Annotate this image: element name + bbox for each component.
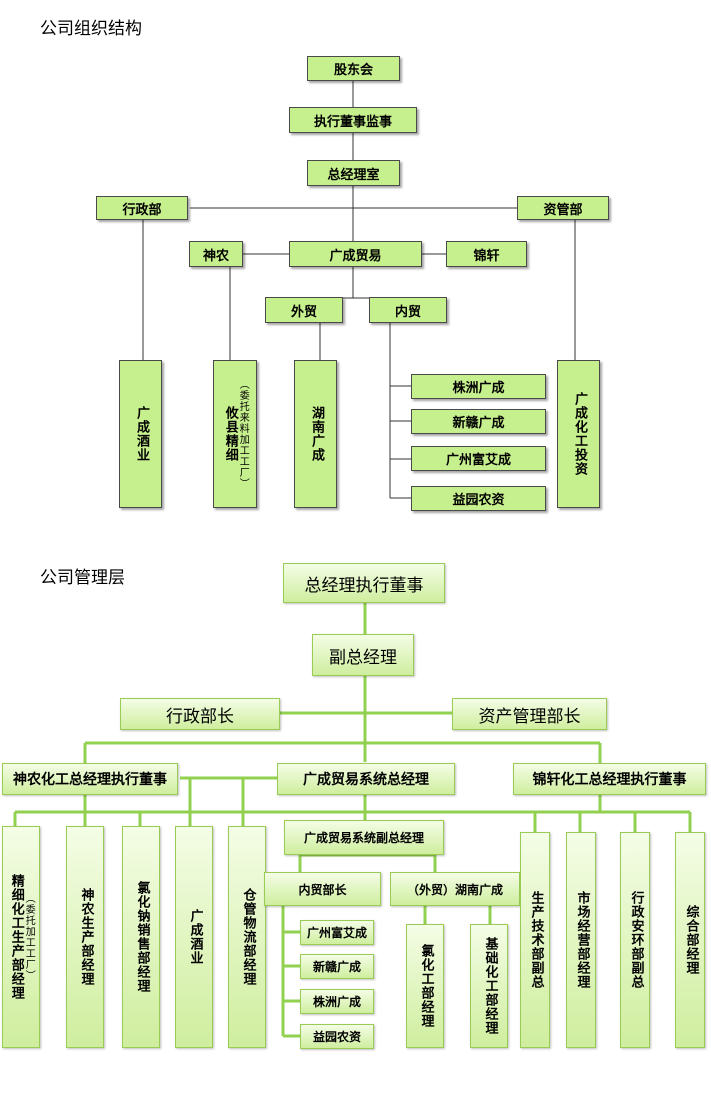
shennong-gm-box: 神农化工总经理执行董事 bbox=[2, 763, 178, 795]
gc-chem-invest-label: 广成化工投资 bbox=[571, 392, 587, 476]
shareholders-label: 股东会 bbox=[333, 63, 373, 78]
yiyuan-label: 益园农资 bbox=[452, 493, 505, 508]
yiyuan-box: 益园农资 bbox=[411, 486, 546, 511]
org-structure-title: 公司组织结构 bbox=[40, 19, 142, 39]
gc-wine-label: 广成酒业 bbox=[133, 406, 149, 462]
shennong-prod-label: 神农生产部经理 bbox=[78, 888, 94, 986]
gc-trade-gm-box: 广成贸易系统总经理 bbox=[277, 763, 455, 795]
xingan-box: 新赣广成 bbox=[411, 409, 546, 434]
mg-guangzhou-fuai-box: 广州富艾成 bbox=[300, 920, 374, 945]
gc-wine-mgmt-label: 广成酒业 bbox=[187, 909, 203, 965]
asset-head-label: 资产管理部长 bbox=[478, 706, 581, 727]
warehouse-box: 仓管物流部经理 bbox=[228, 826, 266, 1048]
jinxuan-label: 锦轩 bbox=[473, 248, 500, 264]
gm-office-box: 总经理室 bbox=[307, 160, 400, 186]
admin-safety-box: 行政安环部副总 bbox=[620, 832, 650, 1048]
market-box: 市场经营部经理 bbox=[566, 832, 596, 1048]
fine-chem-box: （委托加工工厂） 精细化工生产部经理 bbox=[2, 826, 40, 1048]
foreign-hunan-box: （外贸）湖南广成 bbox=[390, 872, 520, 906]
deputy-gm-label: 副总经理 bbox=[329, 647, 397, 668]
cl-sales-box: 氯化钠销售部经理 bbox=[122, 826, 160, 1048]
asset-dept-label: 资管部 bbox=[543, 202, 583, 218]
management-title: 公司管理层 bbox=[40, 568, 125, 588]
hunan-gc-box: 湖南广成 bbox=[294, 360, 337, 508]
domestic-head-box: 内贸部长 bbox=[264, 872, 381, 906]
foreign-hunan-label: （外贸）湖南广成 bbox=[406, 882, 503, 897]
youxian-note: （委托来料加工工厂） bbox=[237, 379, 249, 489]
jinxuan-box: 锦轩 bbox=[446, 241, 527, 267]
mg-zhuzhou-box: 株洲广成 bbox=[300, 989, 374, 1014]
gm-office-label: 总经理室 bbox=[327, 167, 380, 183]
exec-director-label: 执行董事监事 bbox=[313, 114, 392, 130]
mg-guangzhou-fuai-label: 广州富艾成 bbox=[306, 926, 367, 940]
zhuzhou-box: 株洲广成 bbox=[411, 374, 546, 399]
guangzhou-fuai-box: 广州富艾成 bbox=[411, 446, 546, 471]
chlorination-box: 氯化工部经理 bbox=[406, 924, 444, 1048]
mg-yiyuan-label: 益园农资 bbox=[312, 1030, 361, 1044]
youxian-label: 攸县精细 bbox=[222, 406, 238, 462]
prod-tech-label: 生产技术部副总 bbox=[528, 891, 544, 989]
shennong-box: 神农 bbox=[189, 241, 243, 267]
admin-safety-label: 行政安环部副总 bbox=[628, 891, 644, 989]
admin-dept-label: 行政部 bbox=[122, 202, 162, 218]
mg-zhuzhou-label: 株洲广成 bbox=[312, 995, 361, 1009]
shennong-prod-box: 神农生产部经理 bbox=[66, 826, 104, 1048]
general-label: 综合部经理 bbox=[683, 905, 699, 975]
gm-exec-director-label: 总经理执行董事 bbox=[304, 575, 424, 596]
guangzhou-fuai-label: 广州富艾成 bbox=[445, 453, 511, 468]
mg-xingan-box: 新赣广成 bbox=[300, 954, 374, 979]
prod-tech-box: 生产技术部副总 bbox=[520, 832, 550, 1048]
mg-xingan-label: 新赣广成 bbox=[312, 960, 361, 974]
admin-head-label: 行政部长 bbox=[166, 706, 234, 727]
gc-trade-label: 广成贸易 bbox=[329, 248, 382, 264]
domestic-trade-box: 内贸 bbox=[369, 297, 447, 323]
fine-chem-label: 精细化工生产部经理 bbox=[8, 874, 24, 1000]
youxian-box: （委托来料加工工厂） 攸县精细 bbox=[213, 360, 257, 508]
gc-trade-deputy-box: 广成贸易系统副总经理 bbox=[284, 820, 444, 855]
basic-chem-label: 基础化工部经理 bbox=[482, 937, 498, 1035]
exec-director-box: 执行董事监事 bbox=[289, 107, 417, 133]
market-label: 市场经营部经理 bbox=[574, 891, 590, 989]
shennong-gm-label: 神农化工总经理执行董事 bbox=[13, 772, 167, 788]
asset-head-box: 资产管理部长 bbox=[452, 698, 607, 730]
shennong-label: 神农 bbox=[202, 248, 229, 264]
basic-chem-box: 基础化工部经理 bbox=[470, 924, 508, 1048]
gc-trade-gm-label: 广成贸易系统总经理 bbox=[303, 772, 429, 788]
gm-exec-director-box: 总经理执行董事 bbox=[283, 563, 445, 603]
fine-chem-note: （委托加工工厂） bbox=[23, 893, 35, 981]
xingan-label: 新赣广成 bbox=[452, 416, 505, 431]
gc-chem-invest-box: 广成化工投资 bbox=[557, 360, 600, 508]
mg-yiyuan-box: 益园农资 bbox=[300, 1024, 374, 1049]
gc-trade-deputy-label: 广成贸易系统副总经理 bbox=[303, 831, 424, 845]
admin-head-box: 行政部长 bbox=[120, 698, 280, 730]
jinxuan-gm-label: 锦轩化工总经理执行董事 bbox=[532, 772, 687, 788]
foreign-trade-label: 外贸 bbox=[290, 304, 317, 320]
cl-sales-label: 氯化钠销售部经理 bbox=[134, 881, 150, 993]
gc-trade-box: 广成贸易 bbox=[289, 241, 422, 267]
domestic-head-label: 内贸部长 bbox=[298, 882, 347, 897]
hunan-gc-label: 湖南广成 bbox=[308, 406, 324, 462]
chlorination-label: 氯化工部经理 bbox=[418, 944, 434, 1028]
jinxuan-gm-box: 锦轩化工总经理执行董事 bbox=[513, 763, 706, 795]
gc-wine-box: 广成酒业 bbox=[119, 360, 162, 508]
domestic-trade-label: 内贸 bbox=[394, 304, 421, 320]
admin-dept-box: 行政部 bbox=[96, 196, 188, 220]
general-box: 综合部经理 bbox=[675, 832, 705, 1048]
asset-dept-box: 资管部 bbox=[517, 196, 609, 220]
zhuzhou-label: 株洲广成 bbox=[452, 381, 505, 396]
warehouse-label: 仓管物流部经理 bbox=[240, 888, 256, 986]
shareholders-box: 股东会 bbox=[307, 56, 400, 81]
deputy-gm-box: 副总经理 bbox=[312, 634, 414, 676]
foreign-trade-box: 外贸 bbox=[265, 297, 343, 323]
gc-wine-mgmt-box: 广成酒业 bbox=[175, 826, 213, 1048]
